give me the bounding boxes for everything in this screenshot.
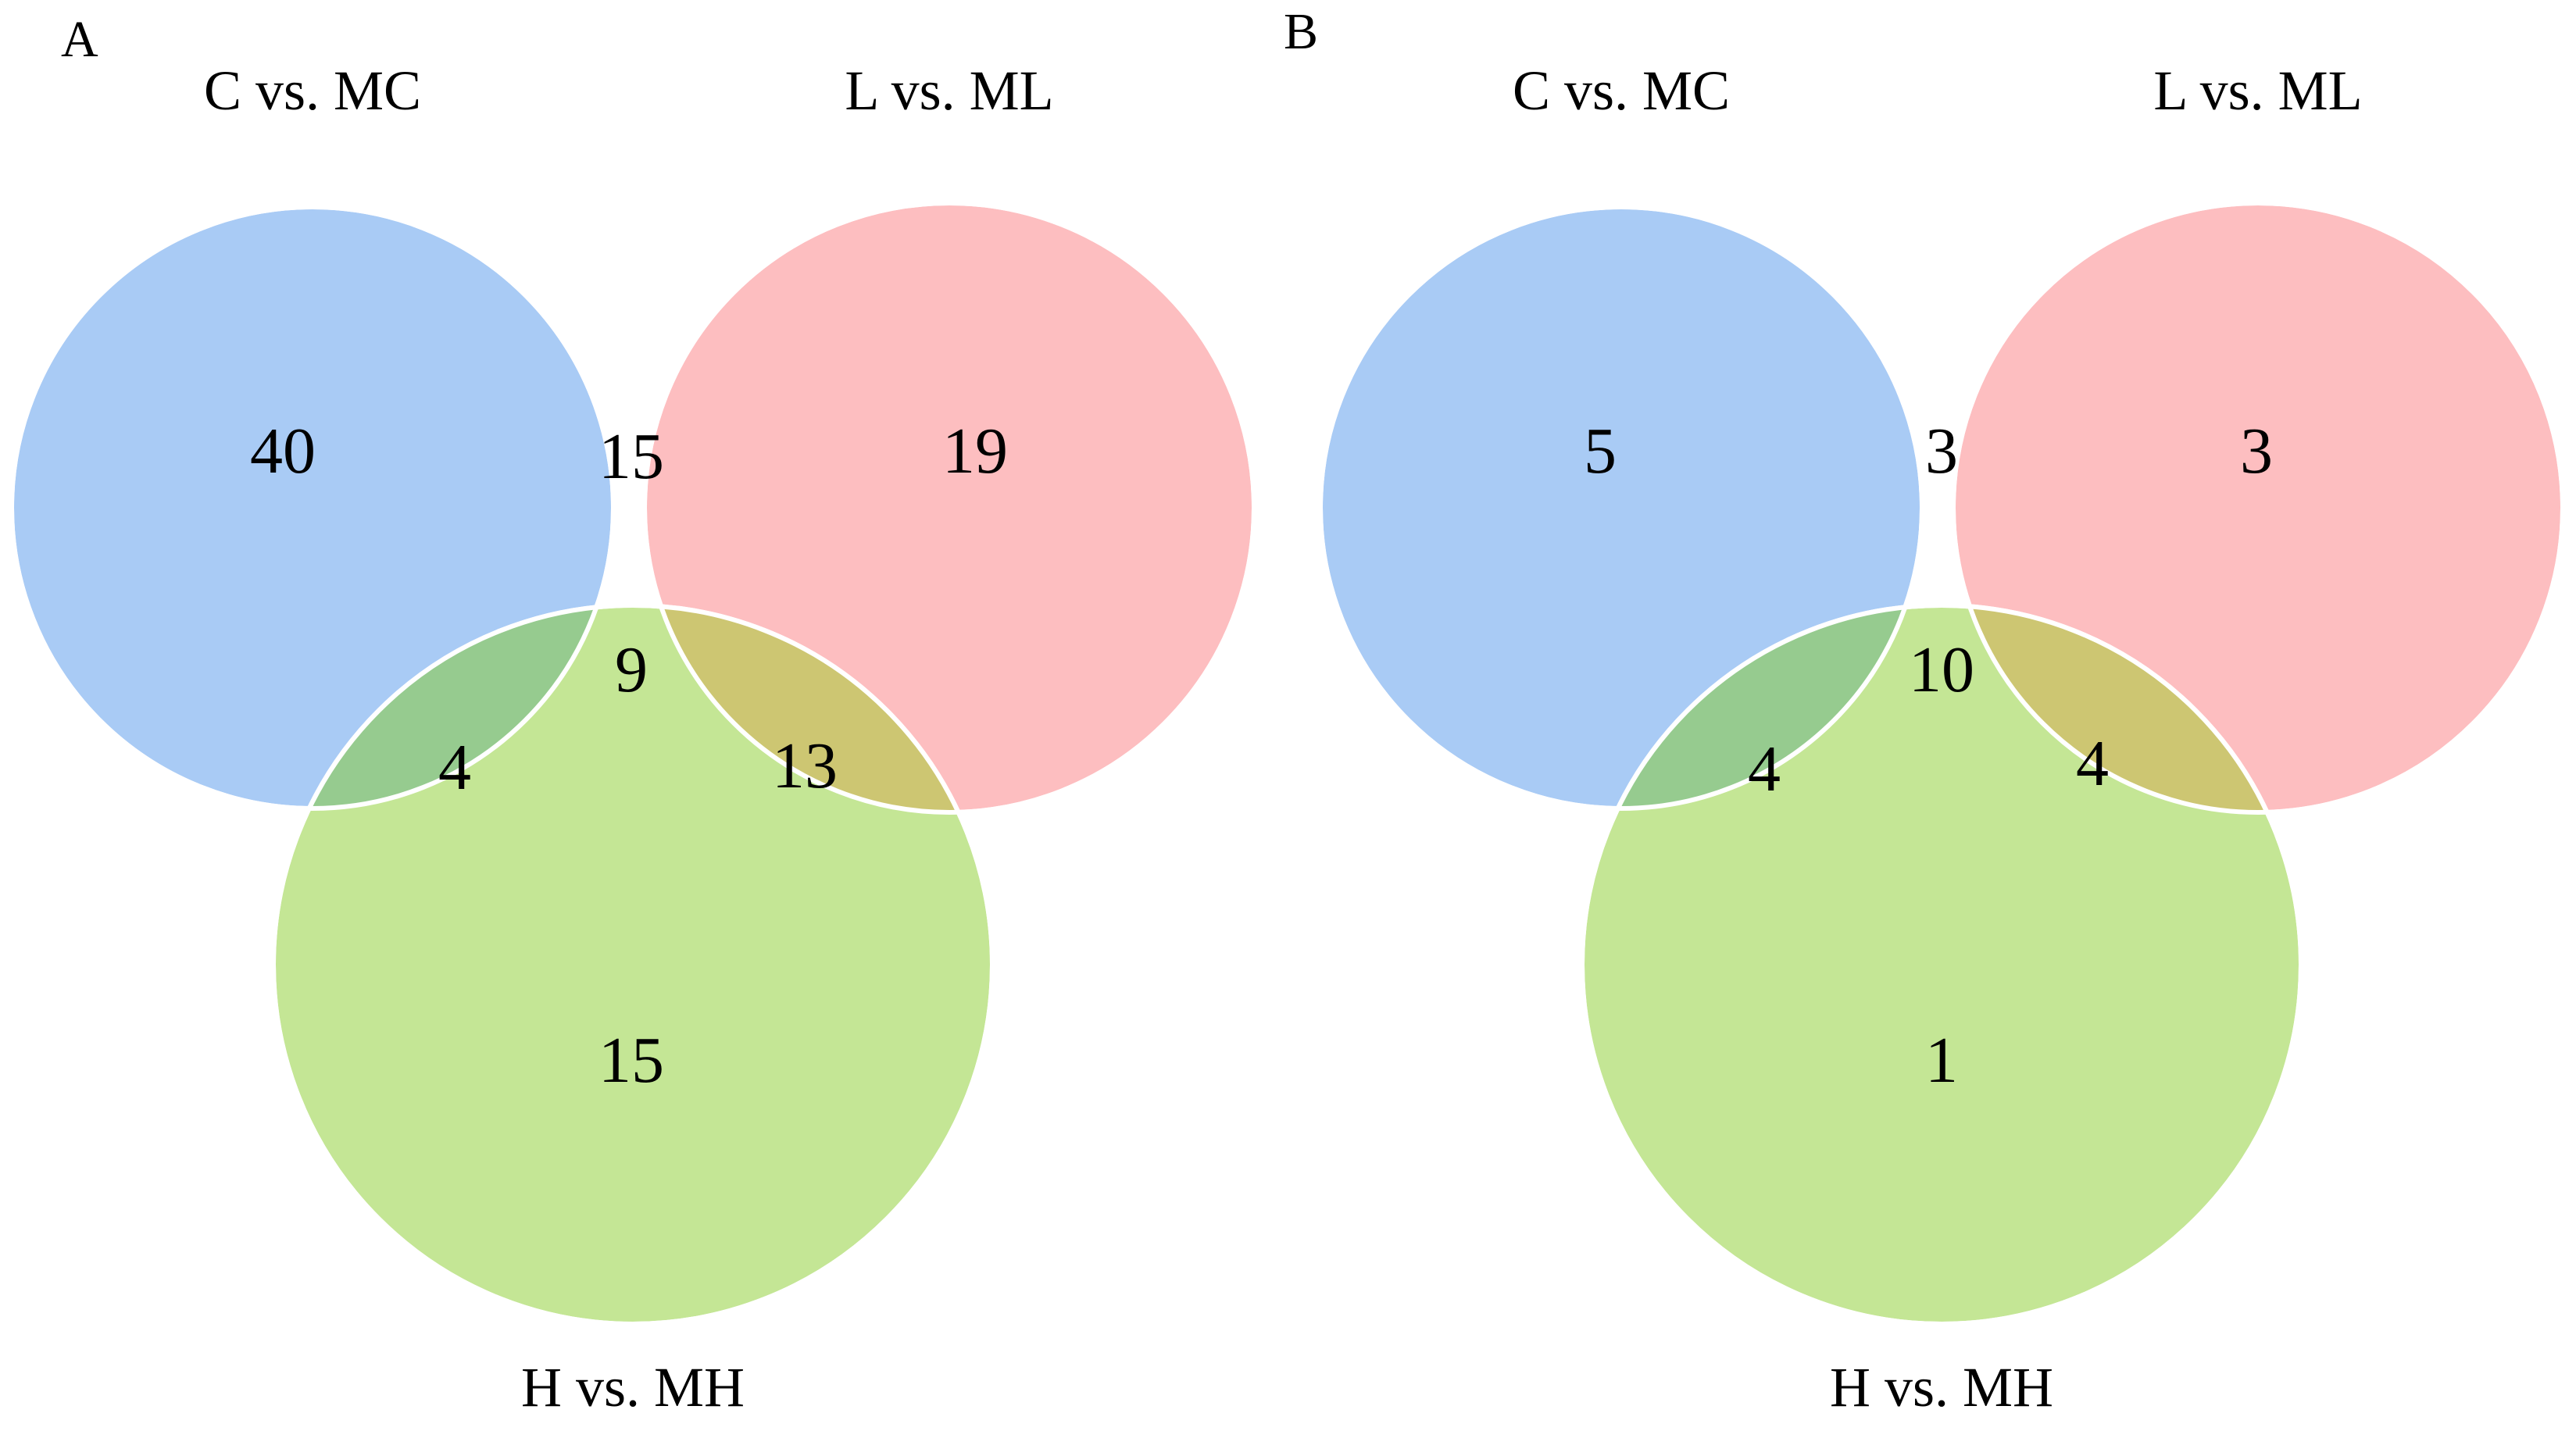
panel-letter: A (61, 11, 98, 68)
count-l-and-h: 13 (772, 730, 838, 802)
set-label-c: C vs. MC (1513, 59, 1730, 122)
venn-panel-b: B C vs. MC L vs. ML H vs. MH 5 3 (1284, 3, 2565, 1419)
count-all: 10 (1909, 633, 1974, 706)
count-l-only: 3 (2240, 415, 2273, 487)
panel-letter: B (1284, 3, 1318, 60)
set-outline-l (1951, 201, 2565, 815)
count-c-and-h: 4 (438, 731, 471, 804)
set-label-h: H vs. MH (1830, 1356, 2053, 1419)
set-label-l: L vs. ML (2153, 59, 2362, 122)
count-all: 9 (615, 633, 648, 706)
count-c-and-l: 3 (1925, 415, 1958, 487)
set-outline-l (642, 201, 1256, 815)
count-c-and-h: 4 (1748, 733, 1781, 805)
set-label-h: H vs. MH (521, 1356, 745, 1419)
set-outline-c (1318, 205, 1924, 811)
set-outline-h (1580, 603, 2303, 1326)
count-c-and-l: 15 (598, 420, 664, 493)
set-label-c: C vs. MC (204, 59, 421, 122)
venn-panel-a: A C vs. MC L vs. ML H vs. MH 40 19 (9, 11, 1256, 1419)
count-h-only: 1 (1925, 1024, 1958, 1097)
set-outline-c (9, 205, 616, 811)
count-c-only: 5 (1584, 415, 1617, 487)
count-l-and-h: 4 (2076, 727, 2109, 800)
set-label-l: L vs. ML (845, 59, 1053, 122)
set-outline-h (271, 603, 995, 1326)
count-l-only: 19 (942, 415, 1008, 487)
count-c-only: 40 (250, 415, 316, 487)
count-h-only: 15 (598, 1024, 664, 1097)
